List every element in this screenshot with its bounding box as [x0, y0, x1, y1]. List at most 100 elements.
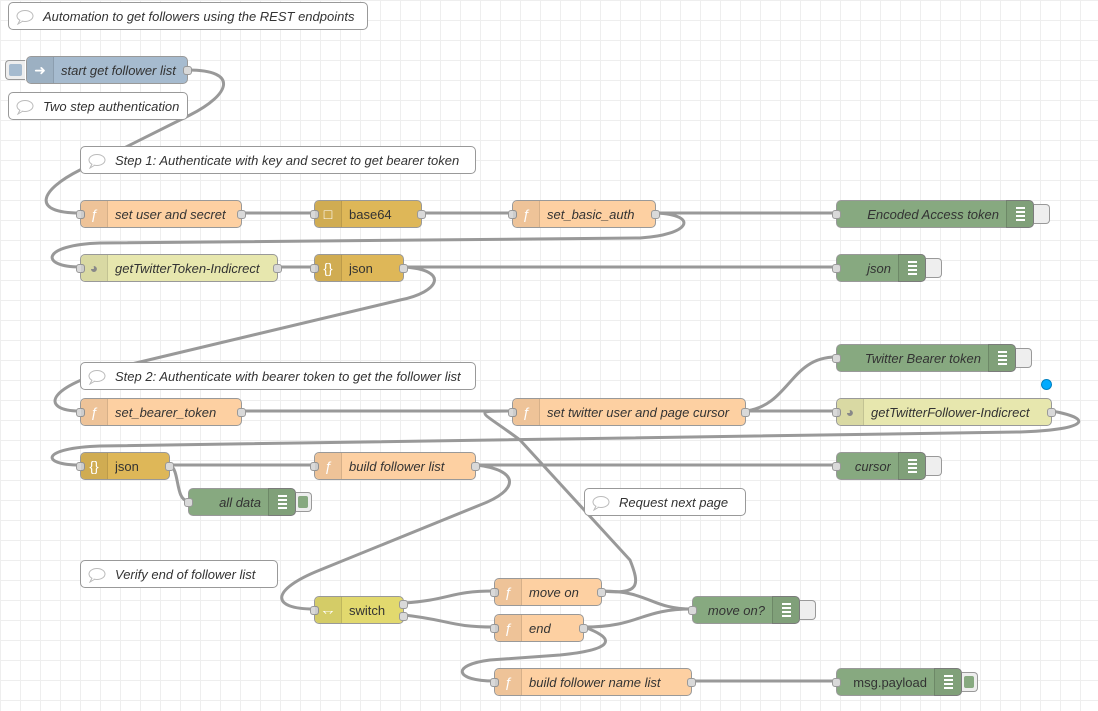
- input-port[interactable]: [184, 498, 193, 507]
- output-port[interactable]: [741, 408, 750, 417]
- debug-toggle[interactable]: [926, 456, 942, 476]
- debug-node-twitter-bearer-token[interactable]: Twitter Bearer token: [832, 344, 1032, 372]
- function-icon: ƒ: [81, 201, 108, 227]
- base64-node[interactable]: □ base64: [310, 200, 426, 228]
- debug-node-move-on[interactable]: move on?: [688, 596, 816, 624]
- input-port[interactable]: [832, 462, 841, 471]
- output-port[interactable]: [597, 588, 606, 597]
- input-port[interactable]: [508, 408, 517, 417]
- comment-title[interactable]: Automation to get followers using the RE…: [8, 2, 368, 30]
- input-port[interactable]: [832, 354, 841, 363]
- comment-two-step[interactable]: Two step authentication: [8, 92, 188, 120]
- node-label: msg.payload: [853, 674, 927, 690]
- output-port[interactable]: [651, 210, 660, 219]
- function-node-set-basic-auth[interactable]: ƒ set_basic_auth: [508, 200, 660, 228]
- output-port[interactable]: [237, 210, 246, 219]
- input-port[interactable]: [310, 462, 319, 471]
- node-label: getTwitterFollower-Indicrect: [871, 404, 1030, 420]
- input-port[interactable]: [832, 210, 841, 219]
- comment-bubble-icon: [16, 10, 34, 25]
- function-icon: ƒ: [81, 399, 108, 425]
- output-port[interactable]: [687, 678, 696, 687]
- input-port[interactable]: [310, 606, 319, 615]
- input-port[interactable]: [310, 264, 319, 273]
- debug-toggle[interactable]: [1016, 348, 1032, 368]
- input-port[interactable]: [76, 462, 85, 471]
- debug-list-icon: [898, 254, 926, 282]
- switch-icon: ⥐: [315, 597, 342, 623]
- function-node-build-follower-name-list[interactable]: ƒ build follower name list: [490, 668, 696, 696]
- output-port[interactable]: [579, 624, 588, 633]
- debug-node-encoded-access-token[interactable]: Encoded Access token: [832, 200, 1050, 228]
- json-node-2[interactable]: {} json: [76, 452, 174, 480]
- switch-node[interactable]: ⥐ switch: [310, 596, 408, 624]
- function-icon: ƒ: [495, 669, 522, 695]
- debug-node-cursor[interactable]: cursor: [832, 452, 942, 480]
- comment-label: Two step authentication: [43, 98, 180, 114]
- node-label: cursor: [854, 458, 891, 474]
- node-label: base64: [349, 206, 392, 222]
- output-port[interactable]: [237, 408, 246, 417]
- debug-toggle[interactable]: [296, 492, 312, 512]
- output-port[interactable]: [1047, 408, 1056, 417]
- inject-button[interactable]: [5, 60, 25, 80]
- function-node-end[interactable]: ƒ end: [490, 614, 588, 642]
- comment-request-next[interactable]: Request next page: [584, 488, 746, 516]
- output-port[interactable]: [273, 264, 282, 273]
- debug-toggle[interactable]: [926, 258, 942, 278]
- input-port[interactable]: [688, 606, 697, 615]
- debug-toggle[interactable]: [1034, 204, 1050, 224]
- comment-verify-end[interactable]: Verify end of follower list: [80, 560, 278, 588]
- output-port[interactable]: [183, 66, 192, 75]
- changed-indicator-dot: [1041, 379, 1052, 390]
- inject-node-start[interactable]: ➜ start get follower list: [5, 56, 192, 84]
- node-label: json: [115, 458, 139, 474]
- http-request-node-get-twitter-token[interactable]: ◕ getTwitterToken-Indicrect: [76, 254, 282, 282]
- json-icon: {}: [315, 255, 342, 281]
- json-icon: {}: [81, 453, 108, 479]
- function-node-set-user-and-secret[interactable]: ƒ set user and secret: [76, 200, 246, 228]
- wire: [600, 589, 694, 611]
- function-node-move-on[interactable]: ƒ move on: [490, 578, 606, 606]
- wire: [50, 409, 1081, 467]
- node-label: json: [349, 260, 373, 276]
- node-label: end: [529, 620, 551, 636]
- debug-toggle[interactable]: [962, 672, 978, 692]
- input-port[interactable]: [310, 210, 319, 219]
- node-label: move on: [529, 584, 579, 600]
- debug-toggle[interactable]: [800, 600, 816, 620]
- comment-bubble-icon: [88, 370, 106, 385]
- function-icon: ƒ: [315, 453, 342, 479]
- output-port[interactable]: [165, 462, 174, 471]
- output-port[interactable]: [471, 462, 480, 471]
- output-port[interactable]: [399, 264, 408, 273]
- input-port[interactable]: [490, 624, 499, 633]
- comment-bubble-icon: [88, 154, 106, 169]
- function-icon: ƒ: [513, 399, 540, 425]
- function-node-build-follower-list[interactable]: ƒ build follower list: [310, 452, 480, 480]
- debug-list-icon: [268, 488, 296, 516]
- function-icon: ƒ: [513, 201, 540, 227]
- output-port-2[interactable]: [399, 612, 408, 621]
- http-request-node-get-twitter-follower[interactable]: ◕ getTwitterFollower-Indicrect: [832, 379, 1056, 426]
- http-globe-icon: ◕: [81, 255, 108, 281]
- output-port[interactable]: [417, 210, 426, 219]
- comment-step1[interactable]: Step 1: Authenticate with key and secret…: [80, 146, 476, 174]
- input-port[interactable]: [490, 678, 499, 687]
- comment-step2[interactable]: Step 2: Authenticate with bearer token t…: [80, 362, 476, 390]
- json-node-1[interactable]: {} json: [310, 254, 408, 282]
- output-port-1[interactable]: [399, 600, 408, 609]
- input-port[interactable]: [490, 588, 499, 597]
- input-port[interactable]: [832, 678, 841, 687]
- input-port[interactable]: [832, 264, 841, 273]
- input-port[interactable]: [76, 264, 85, 273]
- input-port[interactable]: [76, 210, 85, 219]
- input-port[interactable]: [76, 408, 85, 417]
- input-port[interactable]: [832, 408, 841, 417]
- debug-node-all-data[interactable]: all data: [184, 488, 312, 516]
- debug-node-json[interactable]: json: [832, 254, 942, 282]
- debug-node-msg-payload[interactable]: msg.payload: [832, 668, 978, 696]
- input-port[interactable]: [508, 210, 517, 219]
- function-node-set-bearer-token[interactable]: ƒ set_bearer_token: [76, 398, 246, 426]
- function-node-set-twitter-user[interactable]: ƒ set twitter user and page cursor: [508, 398, 750, 426]
